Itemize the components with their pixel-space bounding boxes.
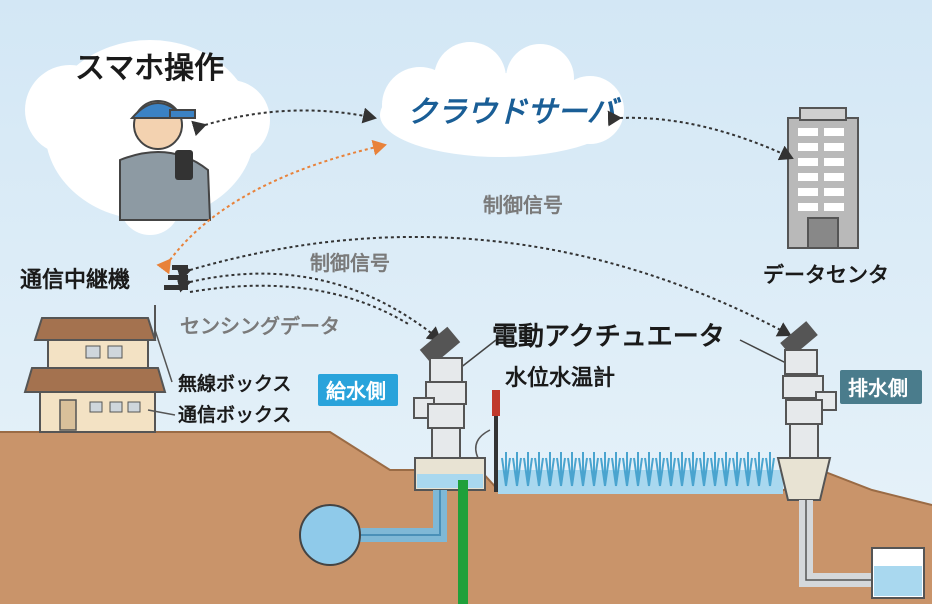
relay-label: 通信中継機 bbox=[20, 267, 130, 293]
inlet-badge-label: 給水側 bbox=[326, 379, 386, 403]
outlet-badge-label: 排水側 bbox=[848, 376, 908, 400]
water-main bbox=[299, 504, 361, 566]
cloud-label: クラウドサーバ bbox=[407, 95, 622, 130]
outlet-badge bbox=[840, 370, 922, 404]
rice-stalk bbox=[637, 457, 643, 487]
rice-stalk bbox=[615, 457, 621, 487]
rice-stalk bbox=[604, 457, 610, 487]
inlet-badge bbox=[318, 374, 398, 406]
rice-plants bbox=[501, 452, 775, 487]
rice-stalk bbox=[758, 457, 764, 487]
actuator-label: 電動アクチュエータ bbox=[492, 322, 725, 352]
datacenter-window bbox=[798, 173, 818, 181]
rice-stalk bbox=[560, 457, 566, 487]
rice-stalk bbox=[571, 457, 577, 487]
rice-stalk bbox=[714, 457, 720, 487]
datacenter-window bbox=[824, 143, 844, 151]
rice-stalk bbox=[582, 457, 588, 487]
wireless-box-label: 無線ボックス bbox=[178, 372, 291, 395]
actuator-leader-right bbox=[739, 339, 791, 366]
sensing-data-label: センシングデータ bbox=[180, 314, 340, 338]
rice-stalk bbox=[681, 457, 687, 487]
rice-stalk bbox=[692, 457, 698, 487]
rice-stalk bbox=[538, 457, 544, 487]
datacenter-windows bbox=[798, 128, 844, 211]
datacenter-window bbox=[824, 128, 844, 136]
datacenter-window bbox=[798, 128, 818, 136]
rice-stalk bbox=[593, 457, 599, 487]
rice-stalk bbox=[703, 457, 709, 487]
relay-antenna-icon bbox=[164, 265, 188, 290]
datacenter-icon bbox=[787, 107, 859, 249]
relay-cloud-link bbox=[156, 139, 387, 275]
datacenter-label: データセンタ bbox=[763, 263, 889, 287]
wireless-box-leader bbox=[154, 329, 173, 383]
drain-tank bbox=[871, 547, 925, 599]
rice-stalk bbox=[648, 457, 654, 487]
outlet-valve bbox=[776, 321, 837, 501]
comm-box-leader bbox=[147, 409, 176, 416]
datacenter-window bbox=[798, 203, 818, 211]
inlet-valve bbox=[413, 326, 467, 459]
datacenter-window bbox=[824, 203, 844, 211]
datacenter-window bbox=[798, 158, 818, 166]
datacenter-window bbox=[824, 188, 844, 196]
rice-stalk bbox=[659, 457, 665, 487]
rice-stalk bbox=[725, 457, 731, 487]
smartphone-label: スマホ操作 bbox=[75, 51, 224, 86]
level-meter-icon bbox=[475, 390, 500, 492]
rice-stalk bbox=[747, 457, 753, 487]
rice-stalk bbox=[516, 457, 522, 487]
datacenter-window bbox=[824, 173, 844, 181]
green-pole bbox=[458, 480, 468, 604]
inlet-basin bbox=[414, 457, 486, 491]
control-signal-lower-label: 制御信号 bbox=[310, 251, 390, 275]
rice-stalk bbox=[736, 457, 742, 487]
datacenter-window bbox=[798, 188, 818, 196]
communication-links bbox=[176, 107, 794, 342]
level-meter-label: 水位水温計 bbox=[505, 365, 615, 391]
rice-stalk bbox=[769, 457, 775, 487]
datacenter-window bbox=[824, 158, 844, 166]
control-signal-upper-label: 制御信号 bbox=[483, 193, 563, 217]
rice-stalk bbox=[626, 457, 632, 487]
rice-stalk bbox=[527, 457, 533, 487]
house-icon bbox=[23, 305, 167, 433]
comm-box-label: 通信ボックス bbox=[178, 403, 291, 426]
rice-stalk bbox=[505, 457, 511, 487]
cloud-server bbox=[380, 42, 624, 157]
rice-stalk bbox=[670, 457, 676, 487]
rice-stalk bbox=[549, 457, 555, 487]
datacenter-window bbox=[798, 143, 818, 151]
